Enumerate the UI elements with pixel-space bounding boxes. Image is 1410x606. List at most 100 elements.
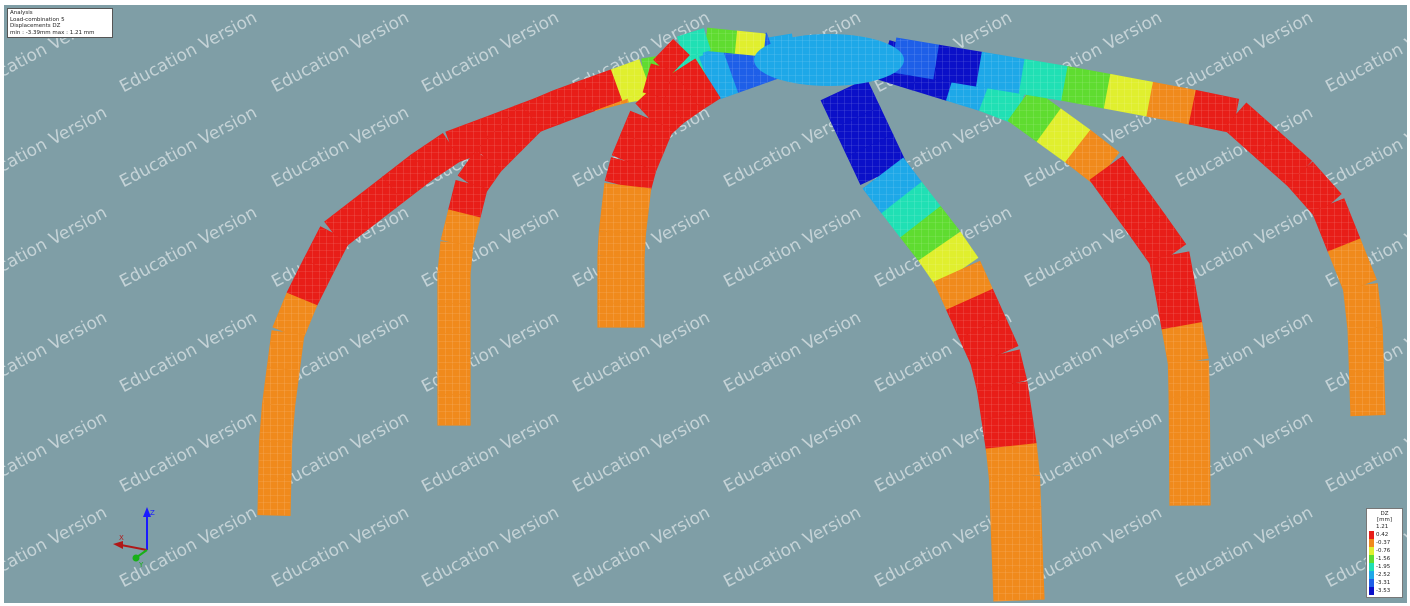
legend-row: 1.21	[1369, 523, 1400, 531]
watermark-text: Education Version	[418, 503, 562, 592]
mesh-overlay	[438, 303, 470, 334]
watermark-text: Education Version	[720, 408, 864, 497]
mesh-overlay	[986, 443, 1040, 480]
mesh-overlay	[598, 256, 644, 280]
mesh-overlay	[262, 367, 300, 408]
mesh-overlay	[946, 289, 1006, 339]
mesh-overlay	[610, 59, 650, 101]
watermark-text: Education Version	[4, 203, 110, 292]
watermark-text: Education Version	[418, 8, 562, 97]
watermark-text: Education Version	[1322, 103, 1407, 192]
watermark-text: Education Version	[569, 408, 713, 497]
watermark-text: Education Version	[1172, 503, 1316, 592]
legend-swatch	[1369, 523, 1374, 531]
mesh-overlay	[1132, 214, 1186, 268]
legend-level: -0.37	[1376, 540, 1391, 546]
mesh-overlay	[1169, 469, 1210, 506]
mesh-overlay	[981, 412, 1036, 451]
mesh-overlay	[1169, 397, 1210, 434]
x-axis-label: X	[119, 534, 124, 542]
x-axis-line	[120, 544, 148, 551]
legend-row: -0.76	[1369, 547, 1400, 555]
mesh-overlay	[599, 207, 648, 236]
legend-level: -3.53	[1376, 588, 1391, 594]
mesh-overlay	[977, 381, 1032, 420]
watermark-text: Education Version	[1322, 408, 1407, 497]
mesh-overlay	[1343, 283, 1382, 331]
legend-title: DZ	[1380, 511, 1389, 517]
mesh-overlay	[992, 568, 1044, 601]
mesh-overlay	[598, 280, 644, 304]
mesh-overlay	[699, 49, 738, 101]
y-axis-label: Y	[138, 561, 144, 569]
mesh-overlay	[303, 227, 349, 275]
legend-swatch	[1369, 579, 1374, 587]
mesh-overlay	[991, 537, 1043, 571]
mesh-overlay	[821, 79, 880, 129]
mesh-overlay	[1008, 88, 1061, 142]
mesh-overlay	[258, 441, 292, 479]
y-axis-ball-icon	[132, 554, 140, 562]
mesh-overlay	[1189, 90, 1239, 133]
analysis-label: Analysis	[10, 10, 33, 16]
mesh-overlay	[1256, 132, 1312, 187]
legend-row: -1.95	[1369, 563, 1400, 571]
central-hub	[754, 34, 904, 86]
mesh-overlay	[438, 273, 470, 304]
mesh-overlay	[677, 28, 711, 58]
legend-swatch	[1369, 539, 1374, 547]
mesh-overlay	[412, 133, 461, 181]
mesh-overlay	[598, 303, 644, 327]
mesh-overlay	[934, 261, 993, 311]
legend-swatch	[1369, 587, 1374, 595]
legend-row: 0.42	[1369, 531, 1400, 539]
mesh-overlay	[1065, 130, 1119, 185]
mesh-overlay	[1147, 82, 1196, 124]
mesh-overlay	[258, 478, 291, 516]
legend-row: -3.31	[1369, 579, 1400, 587]
mesh-overlay	[1168, 361, 1210, 398]
arch-member	[877, 40, 1211, 506]
result-type-label: Displacements DZ	[10, 23, 61, 29]
mesh-overlay	[934, 45, 983, 86]
watermark-text: Education Version	[1172, 8, 1316, 97]
z-axis-arrow-icon	[143, 507, 151, 517]
mesh-overlay	[438, 241, 473, 275]
mesh-overlay	[722, 41, 760, 93]
mesh-overlay	[1061, 66, 1111, 108]
watermark-text: Education Version	[4, 408, 110, 497]
mesh-overlay	[1328, 239, 1377, 293]
watermark-text: Education Version	[4, 503, 110, 592]
mesh-overlay	[602, 183, 651, 213]
watermark-text: Education Version	[1322, 8, 1407, 97]
mesh-overlay	[553, 80, 593, 121]
mesh-overlay	[598, 231, 646, 258]
legend-unit: [mm]	[1376, 517, 1392, 523]
mesh-overlay	[621, 111, 673, 151]
mesh-overlay	[605, 157, 656, 193]
mesh-overlay	[441, 210, 480, 248]
watermark-text: Education Version	[4, 308, 110, 397]
mesh-overlay	[259, 404, 295, 444]
mesh-overlay	[919, 232, 978, 286]
watermark-text: Education Version	[720, 503, 864, 592]
mesh-overlay	[287, 259, 333, 307]
mesh-overlay	[654, 39, 689, 75]
hub-mesh	[754, 34, 904, 86]
legend-row: -0.37	[1369, 539, 1400, 547]
legend-swatch	[1369, 555, 1374, 563]
mesh-overlay	[734, 31, 766, 56]
watermark-text: Education Version	[116, 408, 260, 497]
watermark-text: Education Version	[1021, 408, 1165, 497]
legend-swatch	[1369, 547, 1374, 555]
watermark-text: Education Version	[116, 8, 260, 97]
mesh-overlay	[1162, 322, 1209, 366]
mesh-overlay	[273, 293, 317, 340]
mesh-overlay	[863, 158, 922, 214]
legend-row: -1.56	[1369, 555, 1400, 563]
mesh-overlay	[959, 317, 1018, 367]
legend-level: -2.52	[1376, 572, 1391, 578]
